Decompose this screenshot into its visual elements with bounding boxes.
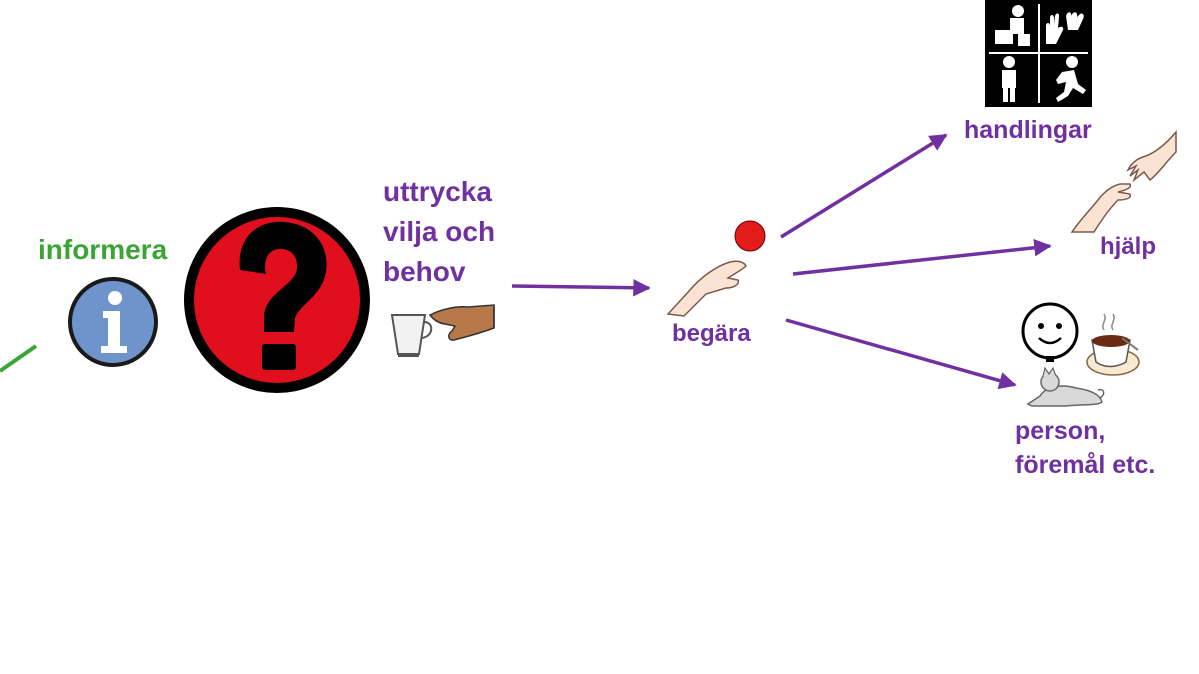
arrow-to-hjalp [792,239,1052,276]
green-connector-line [0,344,38,373]
node-label-begara: begära [672,320,751,347]
arrow-to-person [785,318,1017,390]
actions-grid-icon [985,0,1092,107]
info-icon [68,277,158,367]
node-label-line: uttrycka [383,176,492,207]
helping-hands-icon [1070,129,1177,233]
pointing-hand-icon [428,304,495,341]
node-label-line: person, [1015,417,1106,445]
cup-icon [390,314,433,357]
arrow-to-begara [511,279,651,297]
node-label-line: föremål etc. [1015,451,1156,479]
node-label-handlingar: handlingar [964,116,1092,144]
node-label-uttrycka: uttrycka vilja och behov [383,172,495,292]
coffee-cup-icon [1086,313,1140,376]
question-mark-icon [184,207,370,393]
node-label-person: person, föremål etc. [1015,414,1155,482]
smiley-face-icon [1021,302,1079,362]
node-label-line: behov [383,256,466,287]
cat-icon [1026,366,1105,407]
requesting-hand-icon [666,220,766,317]
arrow-to-handlingar [780,133,948,239]
node-label-informera: informera [38,234,168,265]
node-label-line: vilja och [383,216,496,247]
node-label-hjalp: hjälp [1100,233,1157,260]
